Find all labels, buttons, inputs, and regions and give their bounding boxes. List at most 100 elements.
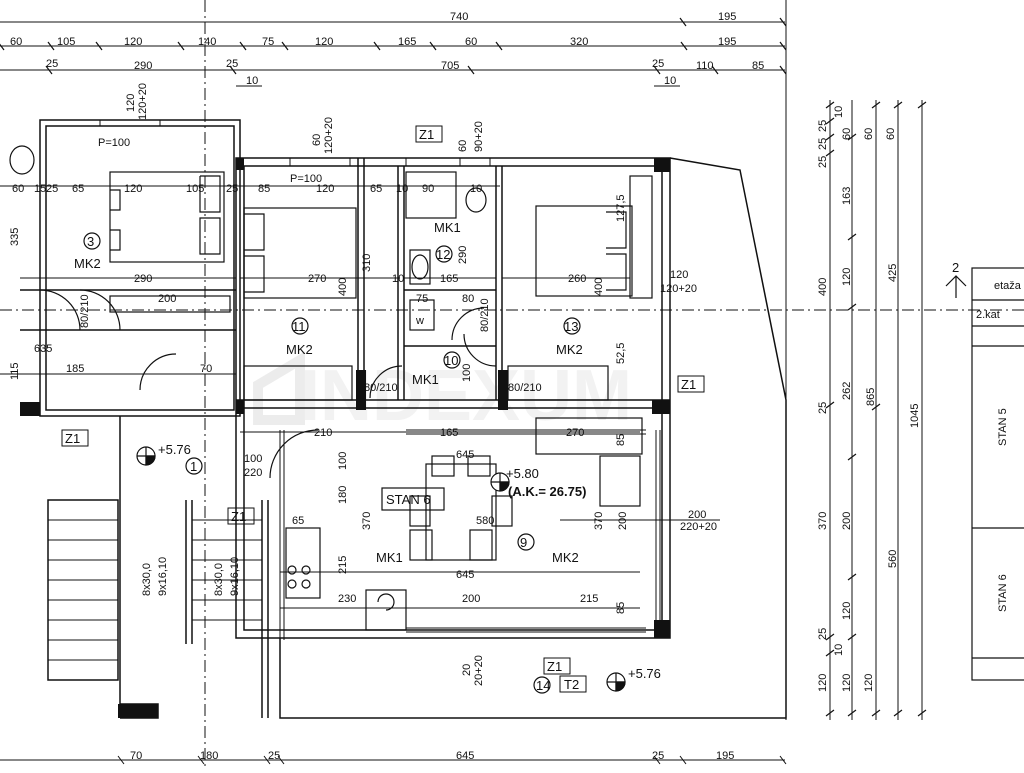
svg-text:185: 185 xyxy=(66,363,84,375)
dim-row3-5: 110 xyxy=(696,60,714,72)
svg-text:115: 115 xyxy=(9,362,21,380)
svg-text:90+20: 90+20 xyxy=(473,121,485,152)
wall-fills xyxy=(20,158,670,718)
svg-text:25: 25 xyxy=(817,120,829,132)
bottom-dimension-line xyxy=(0,755,787,765)
z1-boxes xyxy=(61,125,705,675)
dim-top-195: 195 xyxy=(718,11,736,23)
right-dimension-lines xyxy=(829,100,923,720)
svg-text:215: 215 xyxy=(580,593,598,605)
side-table-header: etaža xyxy=(994,280,1022,292)
elevation-576-b: +5.76 xyxy=(628,666,661,681)
svg-text:100: 100 xyxy=(337,452,349,470)
svg-text:10: 10 xyxy=(833,644,845,656)
svg-text:90: 90 xyxy=(422,183,434,195)
furniture xyxy=(9,145,653,631)
svg-text:400: 400 xyxy=(593,278,605,296)
svg-text:200: 200 xyxy=(158,293,176,305)
z1-label-3: Z1 xyxy=(419,127,434,142)
dim-row2-6: 165 xyxy=(398,36,416,48)
section-marker-number: 2 xyxy=(952,260,959,275)
windows xyxy=(99,120,661,640)
svg-text:200: 200 xyxy=(617,512,629,530)
side-table-stan5: STAN 5 xyxy=(997,408,1009,446)
inner-dims-row3: 635 115 185 70 80/210 80/210 80/210 75 8… xyxy=(9,140,542,394)
dim-row2-3: 140 xyxy=(198,36,216,48)
z1-label-5: Z1 xyxy=(547,659,562,674)
parapet-1: P=100 xyxy=(98,137,130,149)
svg-text:163: 163 xyxy=(841,187,853,205)
room-markers xyxy=(83,232,581,694)
svg-text:120: 120 xyxy=(863,674,875,692)
side-table xyxy=(971,267,1024,681)
svg-text:370: 370 xyxy=(361,512,373,530)
svg-text:120: 120 xyxy=(817,674,829,692)
dim-row3-3: 705 xyxy=(441,60,459,72)
svg-text:200: 200 xyxy=(462,593,480,605)
svg-text:262: 262 xyxy=(841,382,853,400)
svg-text:335: 335 xyxy=(9,228,21,246)
svg-text:290: 290 xyxy=(134,273,152,285)
svg-text:60: 60 xyxy=(841,128,853,140)
svg-text:120: 120 xyxy=(125,94,137,112)
svg-text:65: 65 xyxy=(292,515,304,527)
svg-text:260: 260 xyxy=(568,273,586,285)
svg-text:370: 370 xyxy=(817,512,829,530)
svg-text:100: 100 xyxy=(461,364,473,382)
svg-text:60: 60 xyxy=(885,128,897,140)
svg-text:10: 10 xyxy=(396,183,408,195)
svg-text:127,5: 127,5 xyxy=(615,194,627,222)
stair-label-1: 8x30,0 xyxy=(141,563,153,596)
bed-room-13 xyxy=(535,205,633,297)
dim-bottom-1: 180 xyxy=(200,750,218,762)
inner-dims-row4: 210 165 270 100 220 645 100 85 180 370 5… xyxy=(244,427,717,533)
room-11-type: MK2 xyxy=(286,342,313,357)
svg-text:220: 220 xyxy=(244,467,262,479)
dim-bottom-5: 195 xyxy=(716,750,734,762)
stan6-label: STAN 6 xyxy=(386,492,431,507)
mk1-kitchen: MK1 xyxy=(376,550,403,565)
bed-room-3 xyxy=(109,171,225,263)
stair-treads xyxy=(48,519,262,661)
dim-bottom-4: 25 xyxy=(652,750,664,762)
room-3-number: 3 xyxy=(87,234,94,249)
dim-bottom-0: 70 xyxy=(130,750,142,762)
inner-dims-row2: 335 290 200 270 310 400 290 165 260 400 … xyxy=(9,194,697,305)
svg-text:70: 70 xyxy=(200,363,212,375)
dim-top-740: 740 xyxy=(450,11,468,23)
bed-room-11 xyxy=(243,207,357,299)
svg-text:200: 200 xyxy=(688,509,706,521)
parapet-2: P=100 xyxy=(290,173,322,185)
room-13-type: MK2 xyxy=(556,342,583,357)
room-9-number: 9 xyxy=(520,535,527,550)
svg-text:400: 400 xyxy=(337,278,349,296)
svg-text:105: 105 xyxy=(186,183,204,195)
stair-label-2b: 9x16,10 xyxy=(229,557,241,596)
dim-row3-4: 25 xyxy=(652,58,664,70)
svg-text:120+20: 120+20 xyxy=(660,283,697,295)
svg-text:60: 60 xyxy=(863,128,875,140)
svg-text:20+20: 20+20 xyxy=(473,655,485,686)
room-14-number: 14 xyxy=(536,678,550,693)
svg-text:635: 635 xyxy=(34,343,52,355)
washer-label: w xyxy=(415,315,424,327)
room-11-number: 11 xyxy=(292,319,306,334)
z1-label-2: Z1 xyxy=(231,509,246,524)
right-ticks xyxy=(825,101,927,717)
svg-text:25: 25 xyxy=(817,156,829,168)
inner-dims-row5: 65 215 645 230 200 215 85 20 20+20 52,5 … xyxy=(125,83,627,686)
z1-label-4: Z1 xyxy=(681,377,696,392)
room-1-number: 1 xyxy=(190,459,197,474)
dim-row2-1: 105 xyxy=(57,36,75,48)
svg-text:85: 85 xyxy=(615,434,627,446)
svg-text:120+20: 120+20 xyxy=(323,117,335,154)
dim-row2-0: 60 xyxy=(10,36,22,48)
svg-text:75: 75 xyxy=(416,293,428,305)
svg-text:370: 370 xyxy=(593,512,605,530)
stair-label-2: 8x30,0 xyxy=(213,563,225,596)
stair-label-1b: 9x16,10 xyxy=(157,557,169,596)
stan6-box xyxy=(381,487,445,511)
svg-text:645: 645 xyxy=(456,449,474,461)
svg-text:120: 120 xyxy=(124,183,142,195)
